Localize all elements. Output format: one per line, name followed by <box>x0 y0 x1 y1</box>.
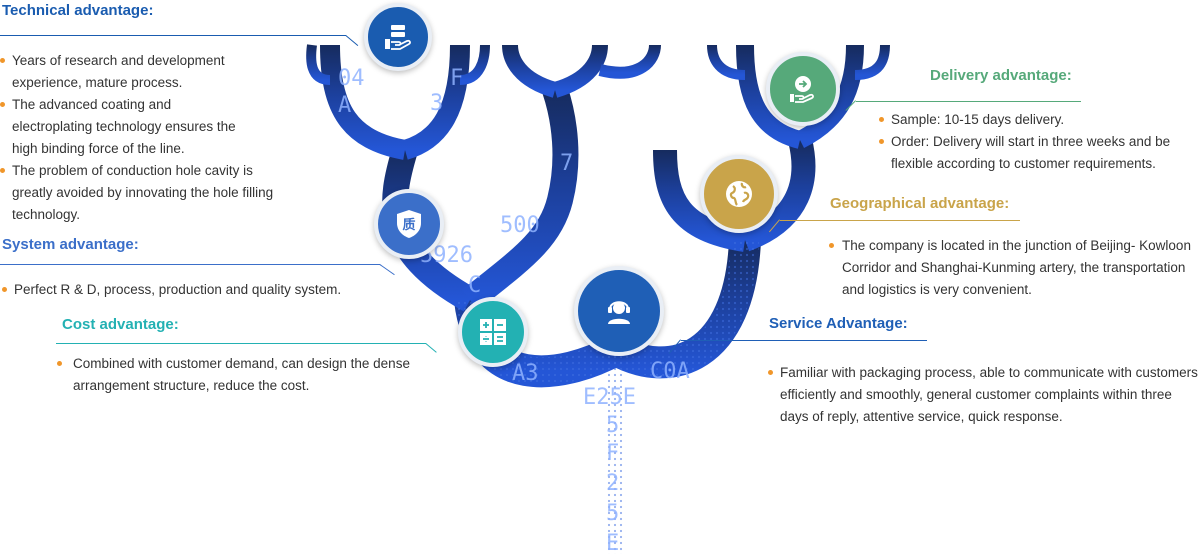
list-item: The advanced coating and electroplating … <box>0 94 290 160</box>
technical-advantage-title: Technical advantage: <box>2 2 154 19</box>
list-item: The company is located in the junction o… <box>829 235 1201 301</box>
cost-icon-circle <box>458 297 528 367</box>
tree-digit: 5 <box>606 413 619 438</box>
cost-advantage-title: Cost advantage: <box>62 316 179 333</box>
cost-advantage-list: Combined with customer demand, can desig… <box>57 353 437 397</box>
list-item: Combined with customer demand, can desig… <box>57 353 437 397</box>
system-advantage-title: System advantage: <box>2 236 139 253</box>
system-icon-circle: 质 <box>374 189 444 259</box>
list-item: Years of research and development experi… <box>0 50 290 94</box>
tree-digit: E <box>606 531 619 554</box>
globe-icon <box>726 181 752 207</box>
tree-digit: F <box>606 441 619 466</box>
delivery-icon-circle <box>766 52 840 126</box>
tree-digit: E25E <box>583 385 636 410</box>
tree-digit: 2 <box>606 471 619 496</box>
delivery-advantage-title: Delivery advantage: <box>930 67 1072 84</box>
geographical-advantage-list: The company is located in the junction o… <box>829 235 1201 301</box>
geographical-icon-circle <box>700 155 778 233</box>
tree-digit: 5 <box>606 501 619 526</box>
list-item: Familiar with packaging process, able to… <box>768 362 1200 428</box>
headset-icon <box>608 301 630 324</box>
service-advantage-title: Service Advantage: <box>769 315 908 332</box>
tree-digit: 7 <box>560 151 573 176</box>
geographical-underline <box>780 220 1020 221</box>
service-advantage-list: Familiar with packaging process, able to… <box>768 362 1200 428</box>
delivery-advantage-list: Sample: 10-15 days delivery. Order: Deli… <box>879 109 1194 175</box>
technical-advantage-list: Years of research and development experi… <box>0 50 290 226</box>
tree-digit: 500 <box>500 213 540 238</box>
system-underline <box>0 264 380 265</box>
technical-underline <box>0 35 346 36</box>
quality-shield-label: 质 <box>402 217 415 233</box>
tree-digit: C0A <box>650 359 690 384</box>
tree-digit: F <box>450 66 463 91</box>
calculator-icon <box>480 319 506 345</box>
tree-digit: 3 <box>430 91 443 116</box>
server-hand-icon <box>385 25 411 50</box>
service-icon-circle <box>574 266 664 356</box>
list-item: The problem of conduction hole cavity is… <box>0 160 290 226</box>
service-underline <box>681 340 927 341</box>
tree-digit: 04 <box>338 66 365 91</box>
quality-shield-icon: 质 <box>397 210 421 238</box>
delivery-underline <box>856 101 1081 102</box>
tree-digit: A3 <box>512 361 539 386</box>
tree-digit: C <box>468 273 481 298</box>
list-item: Order: Delivery will start in three week… <box>879 131 1194 175</box>
list-item: Perfect R & D, process, production and q… <box>2 279 402 301</box>
technical-icon-circle <box>364 3 432 71</box>
list-item: Sample: 10-15 days delivery. <box>879 109 1194 131</box>
geographical-advantage-title: Geographical advantage: <box>830 195 1010 212</box>
delivery-hand-icon <box>790 76 814 103</box>
cost-underline <box>56 343 426 344</box>
system-advantage-list: Perfect R & D, process, production and q… <box>2 279 402 301</box>
tree-digit-overlay: 04 A F 3 5926 500 C C0A E25E 5 F 2 5 E A… <box>338 66 690 554</box>
tree-digit: A <box>338 93 351 118</box>
